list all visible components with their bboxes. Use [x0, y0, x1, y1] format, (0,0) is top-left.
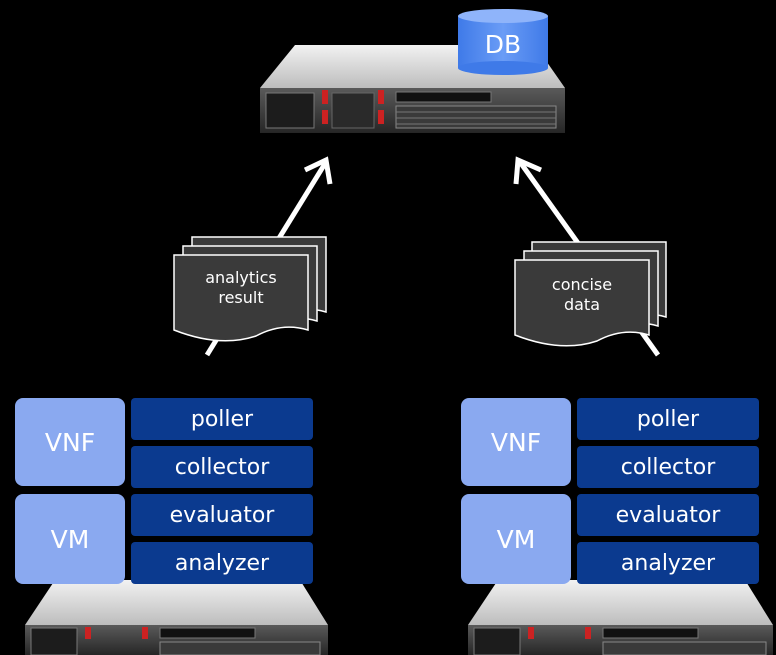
function-evaluator-left: evaluator	[131, 494, 313, 536]
server-led	[528, 627, 534, 639]
server-led	[378, 90, 384, 104]
function-collector-right: collector	[577, 446, 759, 488]
function-poller-right: poller	[577, 398, 759, 440]
function-collector-left: collector	[131, 446, 313, 488]
server-drive-slot	[395, 91, 492, 103]
doc-label-line: analytics	[205, 268, 277, 287]
server-grille	[602, 641, 767, 655]
function-poller-left: poller	[131, 398, 313, 440]
server-drive-slot	[602, 627, 699, 639]
doc-label-right: concise data	[517, 275, 647, 315]
db-label: DB	[484, 30, 522, 59]
server-bay	[331, 92, 375, 129]
doc-label-left: analytics result	[176, 268, 306, 308]
doc-label-line: data	[563, 295, 601, 314]
db-cylinder-bottom	[458, 61, 548, 75]
server-top-face	[468, 580, 773, 625]
arrow-head	[303, 156, 333, 185]
doc-label-line: result	[218, 288, 264, 307]
arrow-head	[513, 156, 542, 185]
db-cylinder-body	[458, 16, 548, 68]
server-top-face	[25, 580, 328, 625]
server-bottom-right	[468, 580, 773, 655]
vnf-box-left: VNF	[15, 398, 125, 486]
server-led	[585, 627, 591, 639]
server-led	[142, 627, 148, 639]
server-grille	[159, 641, 321, 655]
function-evaluator-right: evaluator	[577, 494, 759, 536]
server-bay	[473, 627, 521, 655]
server-bottom-left	[25, 580, 328, 655]
server-drive-slot	[159, 627, 256, 639]
function-analyzer-right: analyzer	[577, 542, 759, 584]
document-page	[173, 254, 309, 342]
doc-label-line: concise	[551, 275, 613, 294]
vm-box-right: VM	[461, 494, 571, 584]
server-bay	[30, 627, 78, 655]
server-led	[378, 110, 384, 124]
server-grille	[395, 105, 557, 129]
db-cylinder	[458, 9, 548, 75]
db-cylinder-top	[458, 9, 548, 23]
function-analyzer-left: analyzer	[131, 542, 313, 584]
server-led	[322, 90, 328, 104]
document-page	[514, 259, 650, 347]
vm-box-left: VM	[15, 494, 125, 584]
document-stack-left	[173, 236, 327, 342]
server-bay	[265, 92, 315, 129]
server-led	[322, 110, 328, 124]
vnf-box-right: VNF	[461, 398, 571, 486]
server-led	[85, 627, 91, 639]
document-stack-right	[514, 241, 667, 347]
